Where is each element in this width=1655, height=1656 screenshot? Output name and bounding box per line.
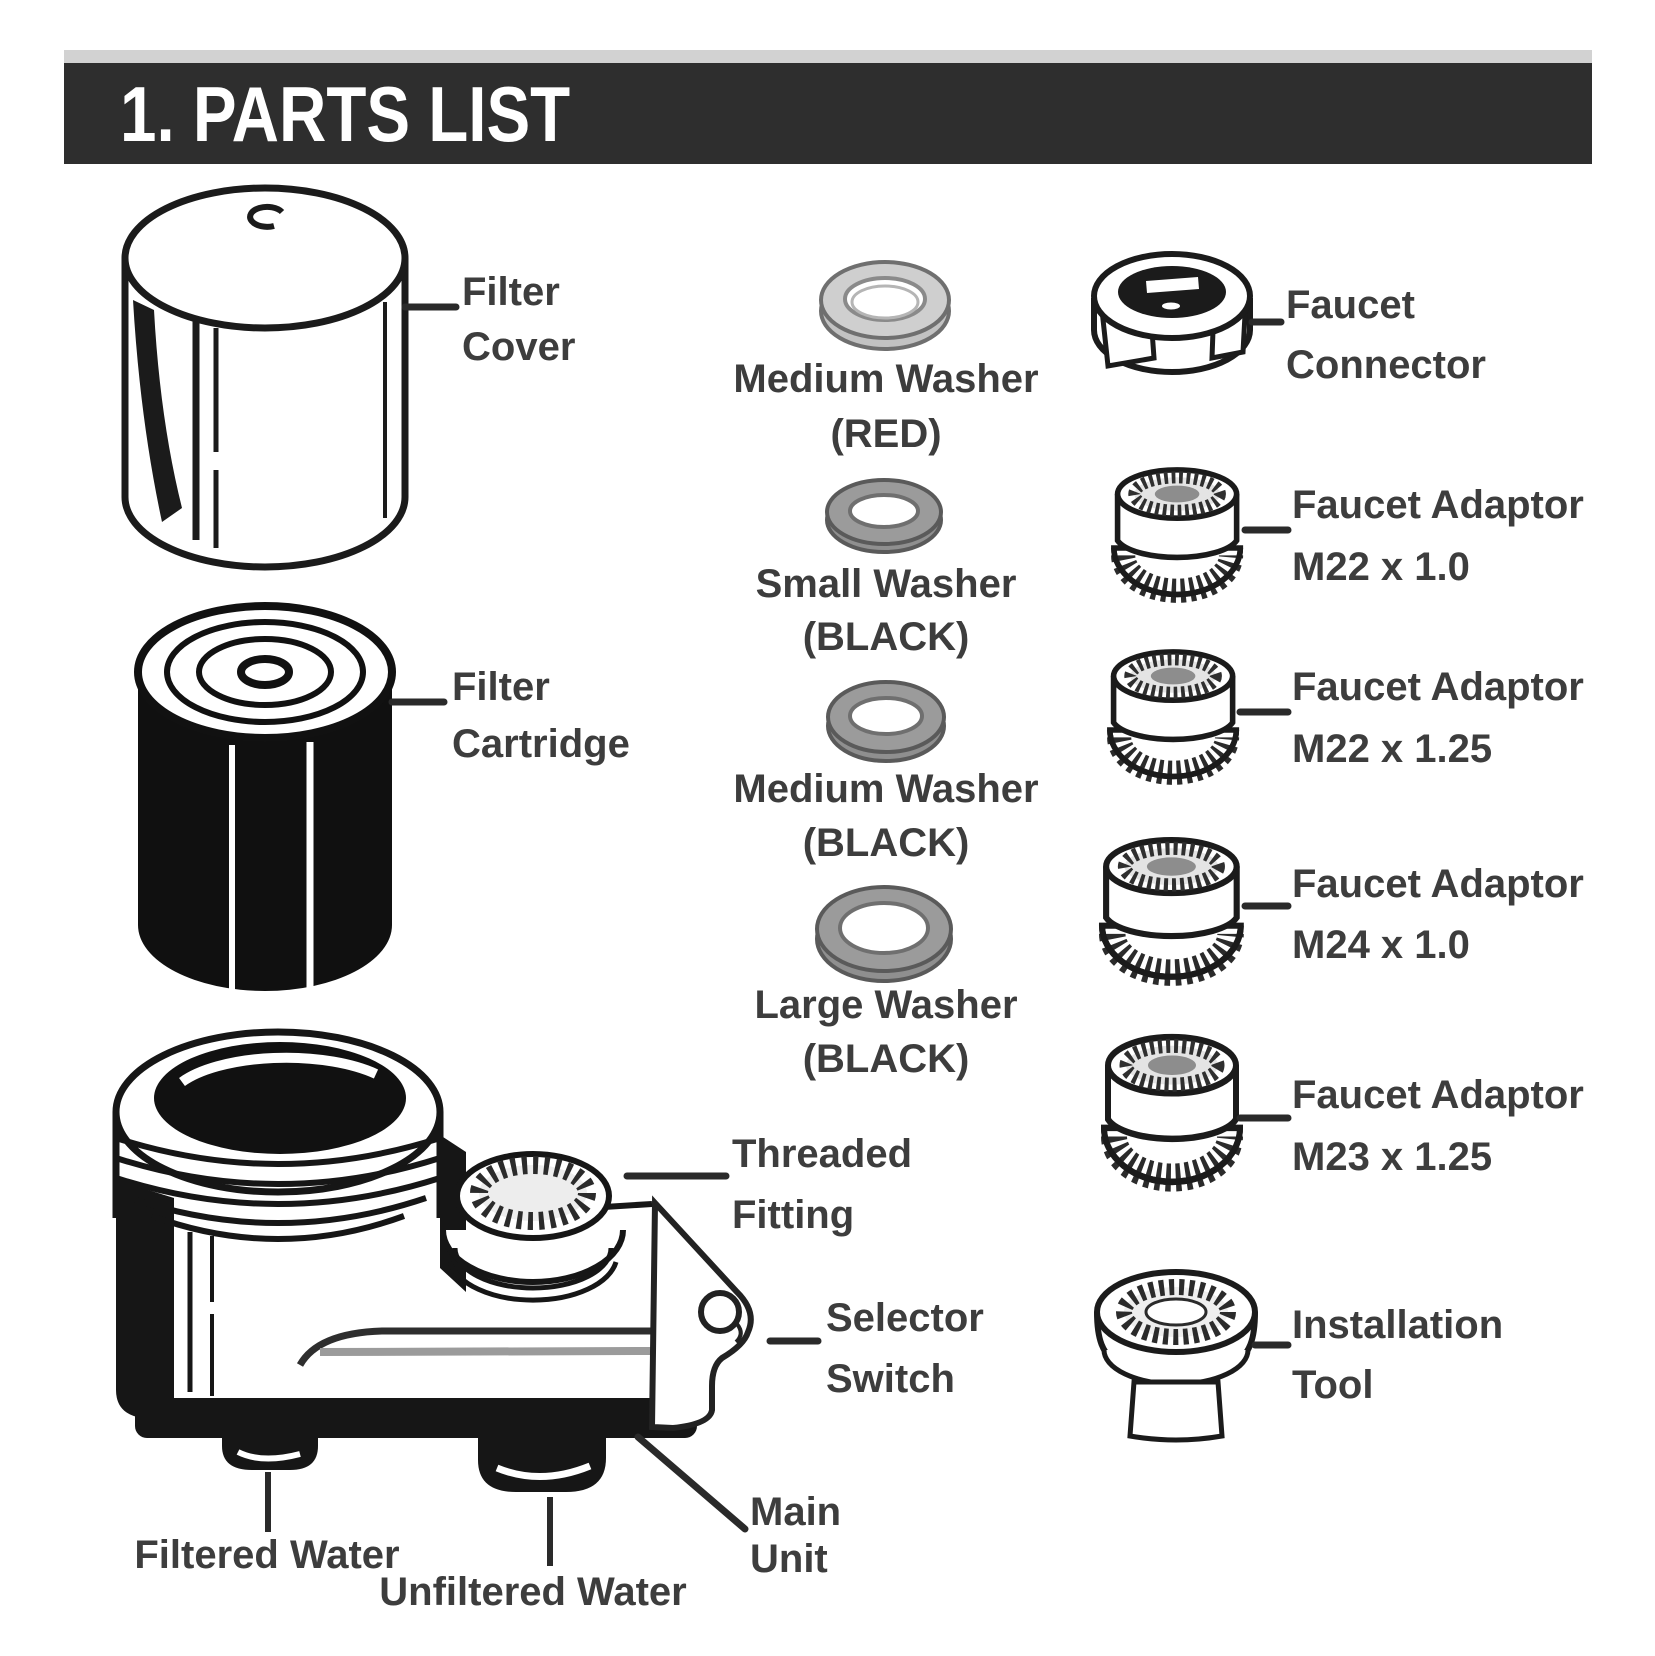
faucet-adaptor-m23-1-25-drawing: [1104, 1037, 1240, 1182]
header-top-strip: [64, 50, 1592, 63]
faucet-adaptor-m22-1-25-label-line1: Faucet Adaptor: [1292, 665, 1584, 709]
medium-washer-red-label-line2: (RED): [830, 412, 941, 456]
faucet-adaptor-m23-1-25-label-line2: M23 x 1.25: [1292, 1135, 1492, 1179]
filter-cartridge-drawing: [134, 602, 396, 1002]
installation-tool-label-line2: Tool: [1292, 1363, 1373, 1407]
selector-switch-label-line1: Selector: [826, 1296, 984, 1340]
medium-washer-black-label-line2: (BLACK): [803, 821, 970, 865]
filter-cartridge-label-line2: Cartridge: [452, 722, 630, 766]
large-washer-black-label-line1: Large Washer: [754, 983, 1017, 1027]
faucet-adaptor-m22-1-0-label-line2: M22 x 1.0: [1292, 545, 1470, 589]
unfiltered-water-label: Unfiltered Water: [379, 1570, 686, 1614]
medium-washer-black-drawing: [826, 680, 946, 763]
threaded-fitting-label-line2: Fitting: [732, 1193, 854, 1237]
leader-main-unit: [634, 1433, 749, 1533]
faucet-adaptor-m22-1-25-label-line2: M22 x 1.25: [1292, 727, 1492, 771]
faucet-connector-label-line1: Faucet: [1286, 283, 1415, 327]
main-unit-drawing: [112, 1028, 754, 1492]
faucet-adaptor-m22-1-25-drawing: [1110, 652, 1236, 777]
small-washer-black-label-line1: Small Washer: [756, 562, 1017, 606]
medium-washer-red-label-line1: Medium Washer: [733, 357, 1038, 401]
section-title: 1. PARTS LIST: [120, 69, 571, 158]
filter-cover-label-line1: Filter: [462, 270, 560, 314]
faucet-adaptor-m23-1-25-label-line1: Faucet Adaptor: [1292, 1073, 1584, 1117]
section-header-bar: 1. PARTS LIST: [64, 50, 1592, 164]
faucet-adaptor-m24-1-0-drawing: [1102, 840, 1241, 977]
filtered-water-label: Filtered Water: [134, 1533, 399, 1577]
header-dark-bar: 1. PARTS LIST: [64, 63, 1592, 164]
installation-tool-drawing: [1094, 1269, 1258, 1443]
faucet-adaptor-m22-1-0-drawing: [1114, 470, 1240, 595]
selector-switch-label-line2: Switch: [826, 1357, 955, 1401]
faucet-adaptor-m24-1-0-label-line2: M24 x 1.0: [1292, 923, 1470, 967]
main-unit-label-line1: Main: [750, 1490, 841, 1534]
small-washer-black-label-line2: (BLACK): [803, 615, 970, 659]
small-washer-black-drawing: [825, 478, 943, 554]
faucet-connector-drawing: [1091, 251, 1253, 375]
filter-cover-label-line2: Cover: [462, 325, 575, 369]
faucet-adaptor-m22-1-0-label-line1: Faucet Adaptor: [1292, 483, 1584, 527]
medium-washer-red-drawing: [819, 260, 951, 351]
large-washer-black-drawing: [815, 885, 953, 983]
threaded-fitting-label-line1: Threaded: [732, 1132, 912, 1176]
main-unit-label-line2: Unit: [750, 1537, 828, 1581]
faucet-adaptor-m24-1-0-label-line1: Faucet Adaptor: [1292, 862, 1584, 906]
filter-cover-drawing: [121, 184, 409, 571]
large-washer-black-label-line2: (BLACK): [803, 1037, 970, 1081]
medium-washer-black-label-line1: Medium Washer: [733, 767, 1038, 811]
filter-cartridge-label-line1: Filter: [452, 665, 550, 709]
faucet-connector-label-line2: Connector: [1286, 343, 1486, 387]
installation-tool-label-line1: Installation: [1292, 1303, 1503, 1347]
